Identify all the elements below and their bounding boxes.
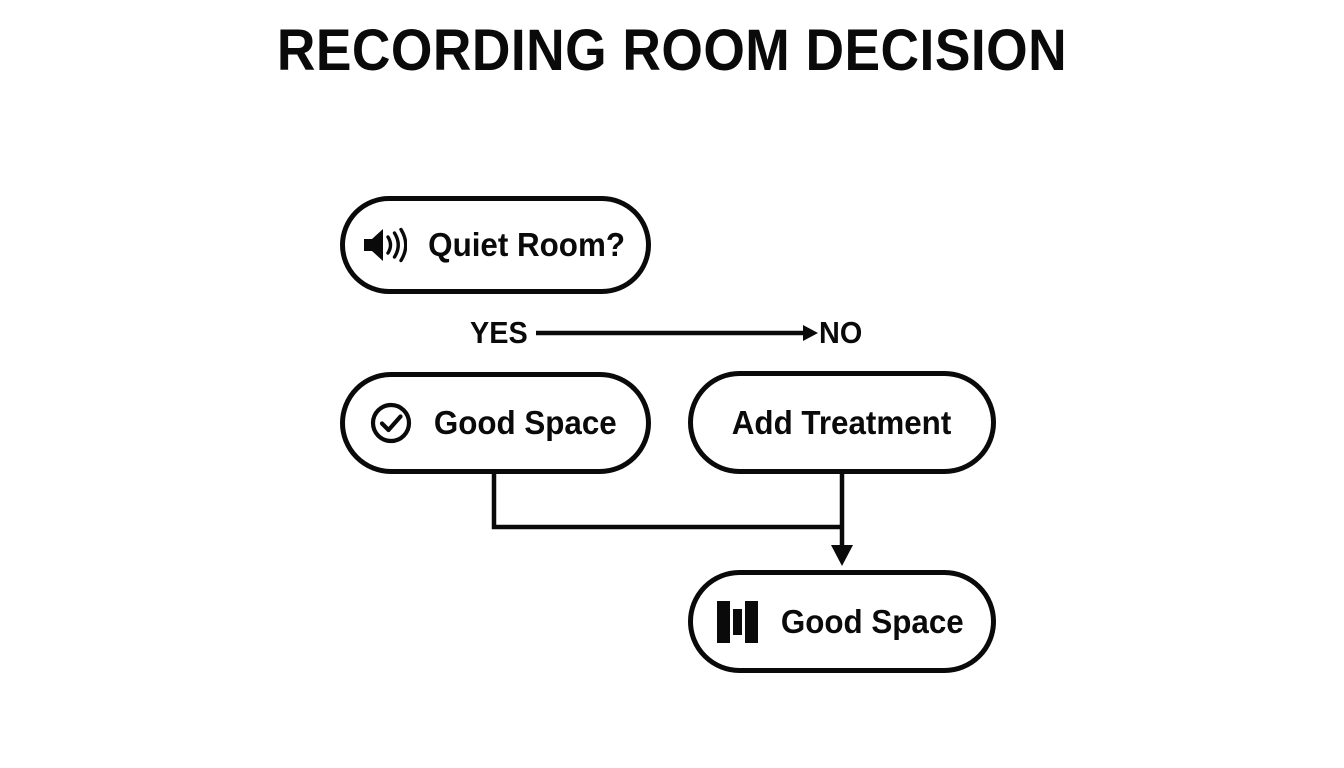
node-quiet-room[interactable]: Quiet Room? [340, 196, 651, 294]
edge-good-space-to-final [491, 474, 842, 530]
branch-label-no: NO [819, 315, 863, 350]
node-add-treatment[interactable]: Add Treatment [688, 371, 996, 474]
branch-label-yes: YES [470, 315, 528, 350]
node-label-add-treatment: Add Treatment [732, 403, 952, 441]
check-circle-icon [369, 401, 413, 445]
node-good-space-final[interactable]: Good Space [688, 570, 996, 673]
page-title: RECORDING ROOM DECISION [276, 18, 1068, 83]
edge-quiet-room-to-add-treatment [536, 325, 818, 341]
node-label-good-space-yes: Good Space [434, 404, 617, 441]
bar-levels-icon [716, 597, 760, 647]
node-good-space-yes[interactable]: Good Space [340, 372, 651, 474]
edge-add-treatment-to-final [831, 474, 853, 566]
node-label-quiet-room: Quiet Room? [428, 226, 625, 263]
speaker-volume-icon [361, 225, 408, 265]
node-label-good-space-final: Good Space [780, 602, 964, 640]
